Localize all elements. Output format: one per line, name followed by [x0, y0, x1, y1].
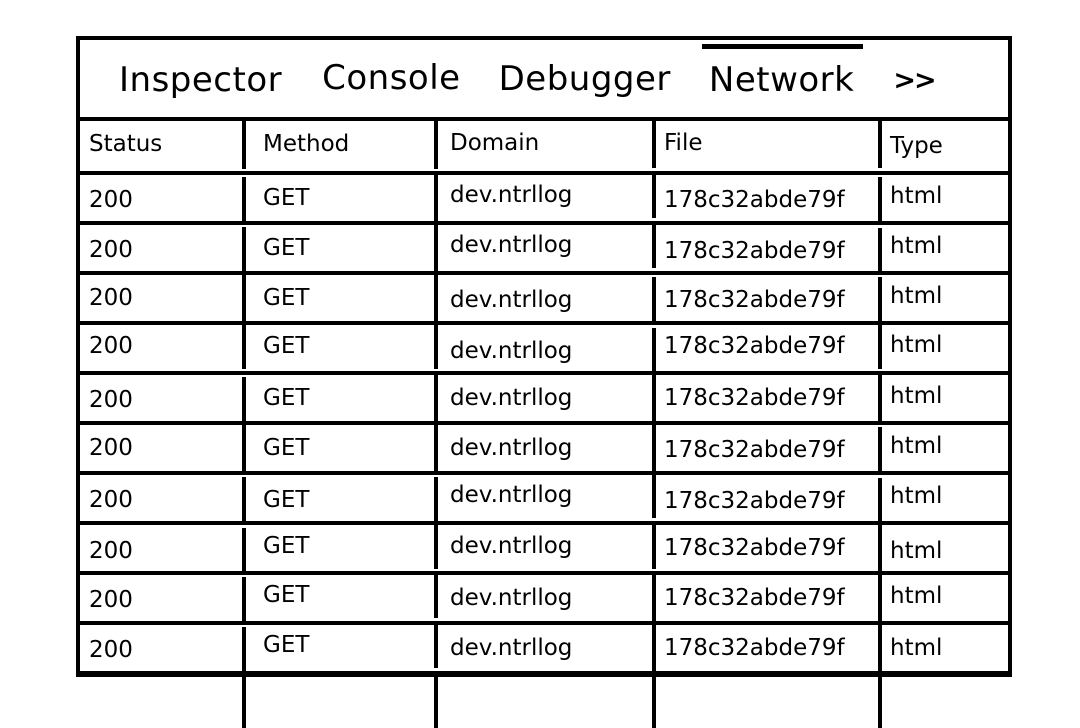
table-row[interactable]: 200 GET dev.ntrllog 178c32abde79f html [80, 425, 1008, 475]
cell-type: html [890, 332, 943, 358]
tab-inspector-label: Inspector [119, 59, 283, 100]
cell-method: GET [246, 275, 438, 321]
tab-inspector[interactable]: Inspector [102, 63, 299, 97]
cell-status: 200 [80, 377, 246, 423]
network-request-table: Status Method Domain File Type 200 GET d… [80, 118, 1008, 728]
cell-type: html [890, 433, 943, 459]
tab-debugger[interactable]: Debugger [482, 62, 688, 96]
cell-file [656, 675, 882, 728]
cell-status: 200 [80, 177, 246, 223]
table-row[interactable]: 200 GET dev.ntrllog 178c32abde79f html [80, 472, 1008, 525]
cell-file: 178c32abde79f [656, 575, 882, 621]
table-row[interactable]: 200 GET dev.ntrllog 178c32abde79f html [80, 375, 1008, 425]
table-row[interactable]: 200 GET dev.ntrllog 178c32abde79f html [80, 572, 1008, 625]
cell-type: html [890, 635, 943, 661]
cell-method: GET [246, 425, 438, 471]
cell-method: GET [246, 225, 438, 271]
cell-type: html [890, 183, 943, 209]
cell-method: GET [246, 175, 438, 221]
column-header-type[interactable]: Type [890, 133, 943, 159]
cell-domain: dev.ntrllog [438, 277, 656, 323]
cell-domain: dev.ntrllog [438, 625, 656, 671]
cell-domain [438, 675, 656, 728]
cell-type: html [890, 233, 943, 259]
cell-file: 178c32abde79f [656, 427, 882, 473]
table-row-empty [80, 675, 1008, 728]
column-header-method[interactable]: Method [246, 119, 438, 169]
table-row[interactable]: 200 GET dev.ntrllog 178c32abde79f html [80, 275, 1008, 325]
table-row[interactable]: 200 GET dev.ntrllog 178c32abde79f html [80, 172, 1008, 225]
cell-type: html [890, 383, 943, 409]
cell-domain: dev.ntrllog [438, 523, 656, 569]
double-chevron-right-icon[interactable]: >> [893, 65, 936, 96]
cell-domain: dev.ntrllog [438, 328, 656, 374]
cell-file: 178c32abde79f [656, 375, 882, 421]
cell-file: 178c32abde79f [656, 478, 882, 524]
cell-domain: dev.ntrllog [438, 472, 656, 518]
cell-status: 200 [80, 627, 246, 673]
tab-console-label: Console [322, 57, 461, 98]
cell-domain: dev.ntrllog [438, 575, 656, 621]
devtools-panel: Inspector Console Debugger Network >> St… [76, 36, 1012, 728]
cell-file: 178c32abde79f [656, 323, 882, 369]
cell-status: 200 [80, 477, 246, 523]
column-header-domain[interactable]: Domain [438, 118, 656, 168]
cell-type: html [890, 583, 943, 609]
cell-method: GET [246, 323, 438, 369]
cell-domain: dev.ntrllog [438, 172, 656, 218]
cell-method: GET [246, 622, 438, 668]
cell-method: GET [246, 477, 438, 523]
cell-domain: dev.ntrllog [438, 425, 656, 471]
column-header-status[interactable]: Status [80, 119, 246, 169]
table-row[interactable]: 200 GET dev.ntrllog 178c32abde79f html [80, 622, 1008, 675]
cell-method: GET [246, 572, 438, 618]
cell-file: 178c32abde79f [656, 177, 882, 223]
cell-file: 178c32abde79f [656, 228, 882, 274]
cell-domain: dev.ntrllog [438, 375, 656, 421]
table-header-row: Status Method Domain File Type [80, 118, 1008, 175]
cell-method: GET [246, 375, 438, 421]
tab-network-label: Network [708, 59, 855, 100]
cell-domain: dev.ntrllog [438, 222, 656, 268]
column-header-file[interactable]: File [656, 118, 882, 168]
tab-debugger-label: Debugger [498, 58, 671, 99]
cell-status: 200 [80, 323, 246, 369]
cell-type: html [890, 283, 943, 309]
devtools-tab-bar: Inspector Console Debugger Network >> [80, 40, 1008, 121]
cell-file: 178c32abde79f [656, 277, 882, 323]
cell-type [882, 675, 1008, 728]
cell-file: 178c32abde79f [656, 525, 882, 571]
cell-status: 200 [80, 275, 246, 321]
cell-status: 200 [80, 227, 246, 273]
tab-console[interactable]: Console [305, 61, 477, 95]
table-row[interactable]: 200 GET dev.ntrllog 178c32abde79f html [80, 523, 1008, 575]
cell-status: 200 [80, 425, 246, 471]
cell-status [80, 675, 246, 728]
cell-type: html [890, 483, 943, 509]
cell-type: html [890, 538, 943, 564]
cell-method [246, 675, 438, 728]
cell-status: 200 [80, 528, 246, 574]
cell-method: GET [246, 523, 438, 569]
table-row[interactable]: 200 GET dev.ntrllog 178c32abde79f html [80, 222, 1008, 275]
cell-file: 178c32abde79f [656, 625, 882, 671]
cell-status: 200 [80, 577, 246, 623]
table-row[interactable]: 200 GET dev.ntrllog 178c32abde79f html [80, 323, 1008, 375]
tab-network[interactable]: Network [692, 43, 871, 100]
